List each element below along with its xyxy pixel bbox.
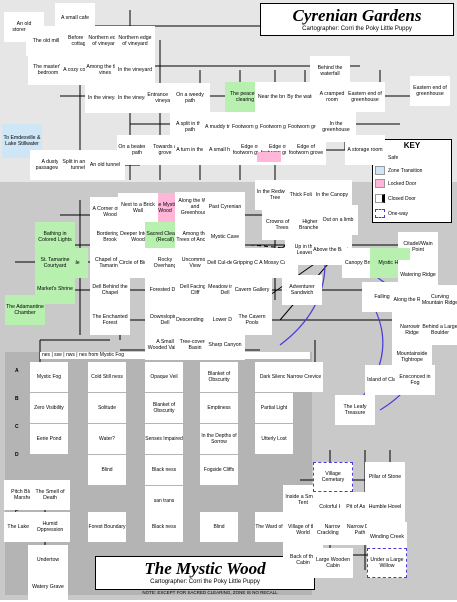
room[interactable]: The Smell of Death: [30, 480, 70, 510]
top-cartographer: Cartographer: Corri the Poky Little Pupp…: [302, 26, 412, 32]
key-row-locked: Locked Door: [375, 178, 449, 189]
room[interactable]: Eastern end of greenhouse: [410, 76, 450, 106]
room[interactable]: The Leafy Treasure: [335, 395, 375, 425]
room[interactable]: Watery Grave: [28, 572, 68, 602]
grid-cell[interactable]: Zero Visibility: [30, 393, 68, 423]
room[interactable]: Behind the waterfall: [310, 56, 350, 86]
room[interactable]: Winding Creek: [367, 522, 407, 552]
grid-cell[interactable]: Emptiness: [200, 393, 238, 423]
room[interactable]: On a weedy path: [170, 83, 210, 113]
grid-cell[interactable]: Mystic Fog: [30, 362, 68, 392]
key-label: Safe: [388, 154, 399, 161]
room-oneway[interactable]: Village Cemetary: [313, 462, 353, 492]
room-oneway[interactable]: Under a Large Willow: [367, 548, 407, 578]
key-row-safe: Safe: [375, 152, 449, 163]
room[interactable]: Undertow: [28, 545, 68, 575]
room[interactable]: Edge of footworn grove: [286, 135, 326, 165]
room-zone[interactable]: To Emdesville & Lake Stillwater: [2, 124, 42, 158]
room[interactable]: Northern edge of vineyard: [115, 26, 155, 56]
room[interactable]: Curving Mountain Ridge: [420, 285, 457, 315]
room[interactable]: Out on a limb: [318, 205, 358, 235]
grid-cell[interactable]: Solitude: [88, 393, 126, 423]
key-row-closed: Closed Door: [375, 193, 449, 204]
key-label: One-way: [388, 210, 409, 217]
grid-cell[interactable]: Blind: [200, 512, 238, 542]
bottom-title: The Mystic Wood: [144, 559, 266, 578]
room[interactable]: Adventurer Sandwich: [282, 275, 322, 305]
grid-cell[interactable]: Water?: [88, 424, 126, 454]
room[interactable]: Next to a Brick Wall: [118, 193, 158, 223]
room[interactable]: An old tunnel: [85, 150, 125, 180]
room[interactable]: Eastern end of greenhouse: [345, 82, 385, 112]
bottom-title-box: The Mystic Wood Cartographer: Corri the …: [95, 556, 315, 590]
room[interactable]: The old mill: [26, 26, 66, 56]
grid-cell[interactable]: Partial Light: [255, 393, 293, 423]
grid-cell[interactable]: Fogside Cliffs: [200, 455, 238, 485]
grid-row-label: F: [15, 508, 19, 514]
room-safe[interactable]: The Adamantine Chamber: [5, 295, 45, 325]
grid-cell[interactable]: Black ness: [145, 455, 183, 485]
grid-row-label: C: [15, 424, 19, 430]
grid-header: nes | sse | nws | nes from Mystic Fog: [40, 352, 310, 359]
key-swatch-locked: [375, 179, 385, 188]
grid-cell[interactable]: Forest Boundary: [88, 512, 126, 542]
key-row-oneway: One-way: [375, 208, 449, 219]
grid-cell[interactable]: Blanket of Obscurity: [200, 362, 238, 392]
grid-row-label: A: [15, 368, 19, 374]
room[interactable]: Dell Behind the Chapel: [90, 275, 130, 305]
grid-row-label: B: [15, 396, 19, 402]
key-row-zone: Zone Transition: [375, 165, 449, 176]
room-safe[interactable]: Bathing in Colored Lights: [35, 222, 75, 252]
key-label: Locked Door: [388, 180, 417, 187]
room-safe[interactable]: St. Tamarine Courtyard: [35, 248, 75, 278]
grid-cell[interactable]: In the Depths of Sorrow: [200, 424, 238, 454]
key-swatch-zone: [375, 166, 385, 175]
grid-cell[interactable]: Opaque Veil: [145, 362, 183, 392]
room[interactable]: Ensconced in Fog: [395, 365, 435, 395]
key-swatch-closed: [375, 194, 385, 203]
grid-cell[interactable]: Utterly Lost: [255, 424, 293, 454]
key-swatch-oneway: [375, 209, 385, 218]
grid-row-label: D: [15, 452, 19, 458]
grid-cell[interactable]: Blanket of Obscurity: [145, 393, 183, 423]
top-title: Cyrenian Gardens: [292, 6, 422, 25]
grid-cell[interactable]: Eerie Pond: [30, 424, 68, 454]
grid-cell[interactable]: Cold Still ness: [88, 362, 126, 392]
grid-cell[interactable]: Blind: [88, 455, 126, 485]
bottom-cartographer: Cartographer: Corri the Poky Little Pupp…: [150, 579, 260, 585]
key-label: Zone Transition: [388, 167, 423, 174]
room[interactable]: Pillar of Stone: [365, 462, 405, 492]
room[interactable]: Large Wooden Cabin: [313, 548, 353, 578]
room[interactable]: Humid Oppression: [30, 512, 70, 542]
key-title: KEY: [403, 141, 421, 150]
room[interactable]: Mystic Cave: [205, 222, 245, 252]
top-title-box: Cyrenian Gardens Cartographer: Corri the…: [260, 3, 454, 36]
room[interactable]: A storage room: [345, 135, 385, 165]
room[interactable]: Past Cyrenian: [205, 192, 245, 222]
grid-cell[interactable]: Black ness: [145, 512, 183, 542]
key-label: Closed Door: [388, 195, 416, 202]
grid-cell[interactable]: san trans: [145, 486, 183, 516]
room[interactable]: Behind a Large Boulder: [420, 315, 457, 345]
bottom-note: NOTE: EXCEPT FOR SACRED CLEARING, ZONE I…: [142, 590, 278, 595]
map-key: KEY Safe Zone Transition Locked Door Clo…: [372, 139, 452, 223]
grid-cell[interactable]: Senses Impaired: [145, 424, 183, 454]
room[interactable]: In the vineyard: [115, 55, 155, 85]
grid-cell[interactable]: Narrow Crevice: [285, 362, 323, 392]
room[interactable]: The Enchanted Forest: [90, 305, 130, 335]
locked-door: [257, 152, 281, 162]
room[interactable]: Cavern Gallery: [232, 275, 272, 305]
